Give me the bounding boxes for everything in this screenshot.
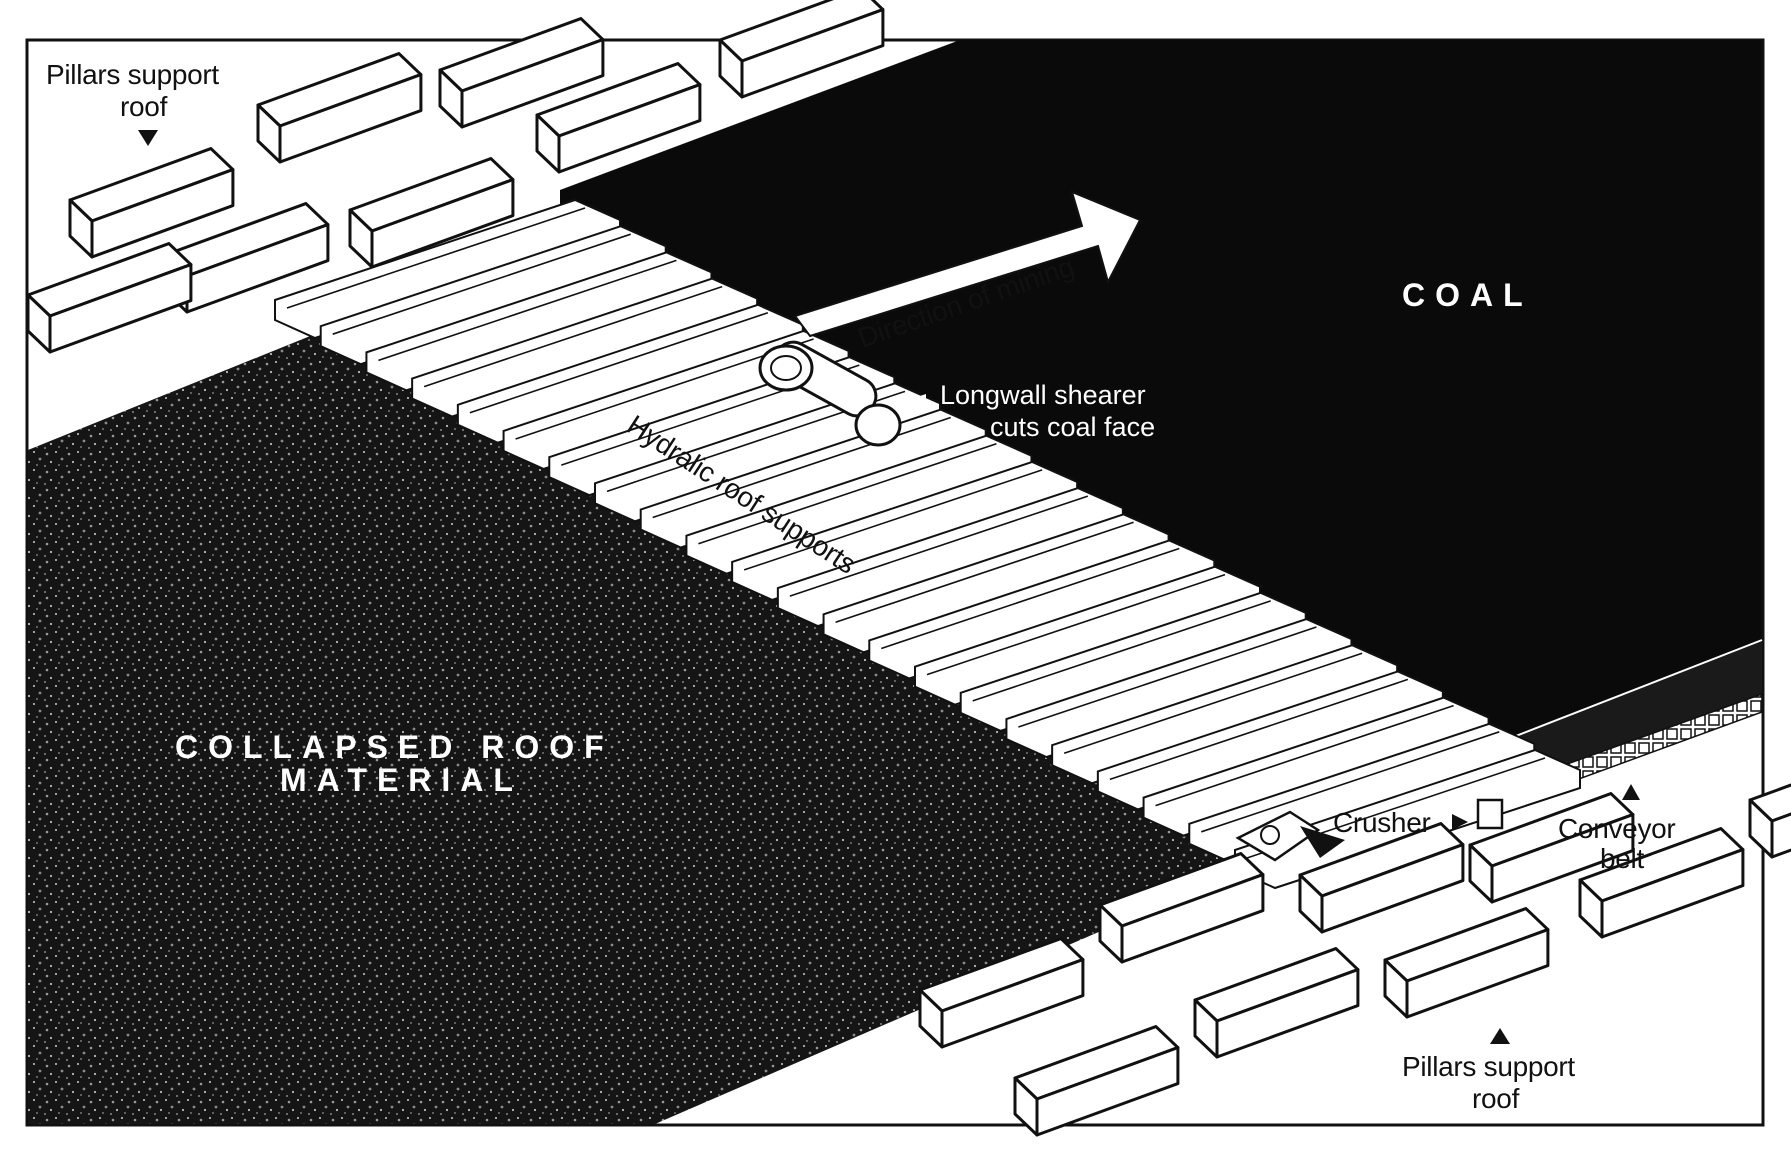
pillar — [1468, 792, 1635, 904]
pillar — [348, 157, 515, 269]
pillar — [1193, 947, 1360, 1059]
pillars-top-label-line1: Pillars support — [46, 59, 219, 90]
pillars-bottom-label-line1: Pillars support — [1402, 1051, 1575, 1082]
pillar — [1013, 1025, 1180, 1137]
pillar — [1298, 822, 1465, 934]
pillar — [1748, 783, 1791, 859]
pillar — [256, 52, 423, 164]
pillars-top-label-line2: roof — [120, 91, 168, 122]
coal-block — [560, 40, 1762, 748]
collapsed-roof-area — [28, 328, 1265, 1124]
pillar — [438, 17, 605, 129]
shearer-label-line2: cuts coal face — [990, 412, 1155, 442]
pillar — [1578, 827, 1745, 939]
conveyor-pointer — [1622, 784, 1640, 800]
collapsed-roof-label-line2: MATERIAL — [280, 762, 523, 798]
pillars-top-pointer — [138, 130, 158, 146]
collapsed-roof-label-line1: COLLAPSED ROOF — [175, 729, 614, 765]
pillar — [718, 0, 885, 99]
shearer-pointer — [908, 394, 926, 406]
pillar — [535, 62, 702, 174]
crusher-label: Crusher — [1333, 807, 1431, 838]
coal-label: COAL — [1402, 277, 1533, 313]
pillar — [26, 242, 193, 354]
pillar — [68, 147, 235, 259]
pillar — [1098, 852, 1265, 964]
conveyor-label-line1: Conveyor — [1558, 813, 1675, 844]
pillars-bottom-pointer — [1490, 1028, 1510, 1044]
pillars — [26, 0, 1791, 1137]
shearer-label-line1: Longwall shearer — [940, 380, 1146, 410]
conveyor-label-line2: belt — [1600, 843, 1644, 874]
pillar — [918, 937, 1085, 1049]
crusher-pointer — [1452, 814, 1468, 830]
coal-corner-edge — [1484, 639, 1763, 749]
pillars-bottom-label-line2: roof — [1472, 1083, 1520, 1114]
pillar — [1383, 907, 1550, 1019]
crusher — [1235, 798, 1504, 862]
longwall-shearer — [758, 340, 902, 447]
